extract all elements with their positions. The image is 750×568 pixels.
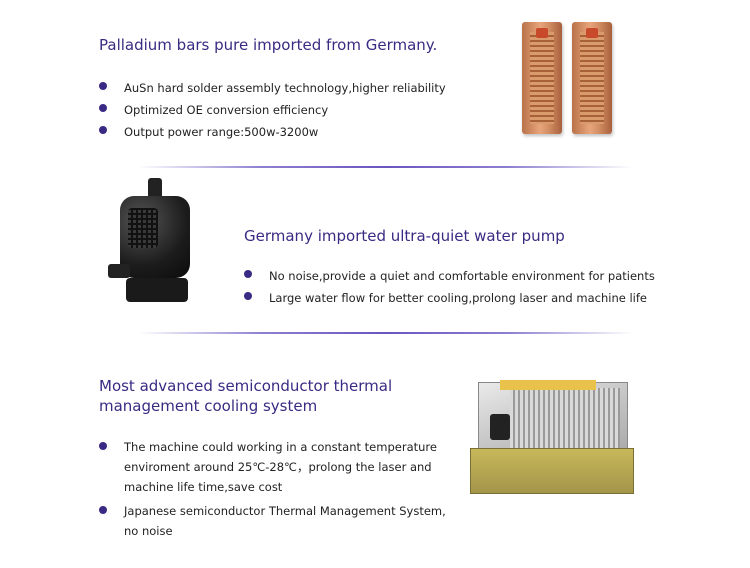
palladium-bars-heading: Palladium bars pure imported from German… <box>99 36 438 54</box>
heading-line-1: Most advanced semiconductor thermal <box>99 377 393 395</box>
feature-text: AuSn hard solder assembly technology,hig… <box>124 81 446 95</box>
feature-text: Large water flow for better cooling,prol… <box>269 291 647 305</box>
section-divider <box>138 332 633 334</box>
feature-text: Output power range:500w-3200w <box>124 125 319 139</box>
list-item: No noise,provide a quiet and comfortable… <box>244 265 655 287</box>
pump-outlet <box>148 178 162 200</box>
laser-bar-right <box>572 22 612 134</box>
cooler-insulation <box>500 380 596 390</box>
palladium-bars-feature-list: AuSn hard solder assembly technology,hig… <box>99 77 446 143</box>
water-pump-image <box>108 178 204 306</box>
heading-line-2: management cooling system <box>99 397 318 415</box>
bullet-icon <box>244 270 252 278</box>
list-item: Large water flow for better cooling,prol… <box>244 287 655 309</box>
bullet-icon <box>99 506 107 514</box>
section-divider <box>138 166 633 168</box>
bullet-icon <box>99 126 107 134</box>
bullet-icon <box>99 82 107 90</box>
feature-text: No noise,provide a quiet and comfortable… <box>269 269 655 283</box>
list-item: AuSn hard solder assembly technology,hig… <box>99 77 446 99</box>
bullet-icon <box>99 104 107 112</box>
pump-inlet <box>108 264 130 278</box>
cooler-fins <box>510 388 620 450</box>
pump-base <box>126 278 188 302</box>
cooling-system-heading: Most advanced semiconductor thermal mana… <box>99 376 459 416</box>
water-pump-heading: Germany imported ultra-quiet water pump <box>244 227 565 245</box>
water-pump-feature-list: No noise,provide a quiet and comfortable… <box>244 265 655 309</box>
bullet-icon <box>244 292 252 300</box>
list-item: Output power range:500w-3200w <box>99 121 446 143</box>
feature-text: Japanese semiconductor Thermal Managemen… <box>124 504 446 538</box>
cooler-connector <box>490 414 510 440</box>
feature-text: Optimized OE conversion efficiency <box>124 103 329 117</box>
bullet-icon <box>99 442 107 450</box>
pump-grille <box>128 208 158 248</box>
cooling-module-image <box>470 374 634 500</box>
list-item: Japanese semiconductor Thermal Managemen… <box>99 501 459 541</box>
cooling-system-feature-list: The machine could working in a constant … <box>99 437 459 541</box>
laser-bar-left <box>522 22 562 134</box>
cooler-base-plate <box>470 448 634 494</box>
list-item: Optimized OE conversion efficiency <box>99 99 446 121</box>
list-item: The machine could working in a constant … <box>99 437 459 497</box>
feature-text: The machine could working in a constant … <box>124 440 437 494</box>
laser-bars-image <box>518 18 618 138</box>
